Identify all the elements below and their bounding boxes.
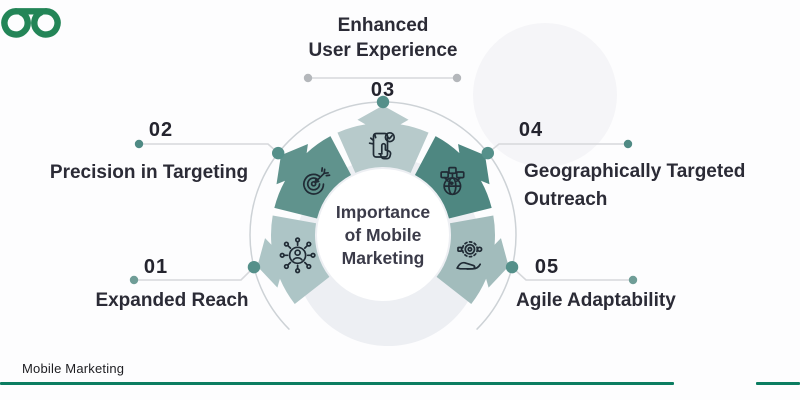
ring-dot-04 (481, 146, 495, 160)
footer-divider-line (0, 382, 674, 385)
wheel-center-title: Importance of Mobile Marketing (303, 201, 463, 270)
step-number-01: 01 (143, 256, 169, 278)
segment-05 (436, 215, 509, 304)
connector-line-05 (511, 266, 633, 281)
label-expanded-reach: Expanded Reach (95, 290, 249, 311)
phone-tap-icon (368, 131, 396, 160)
label-line: Outreach (524, 189, 608, 210)
label-line: Geographically Targeted (524, 161, 746, 182)
step-number-03: 03 (370, 79, 396, 101)
geeksforgeeks-logo (1, 8, 61, 38)
connector-dot (452, 73, 462, 83)
footer-topic-label: Mobile Marketing (22, 361, 125, 376)
ring-dot-05 (505, 260, 519, 274)
center-title-line: Marketing (341, 248, 425, 268)
center-title-line: Importance (335, 202, 431, 222)
ring-dot-03 (376, 95, 390, 109)
network-icon (279, 237, 316, 274)
ring-dot-01 (247, 260, 261, 274)
ring-dot-02 (271, 146, 285, 160)
step-number-05: 05 (534, 256, 560, 278)
center-title-line: of Mobile (344, 225, 422, 245)
footer-divider-line (756, 382, 800, 385)
connector-dot (628, 275, 638, 285)
label-enhanced-user-experience: Enhanced User Experience (263, 13, 503, 63)
wheel-center-circle (317, 169, 449, 301)
gear-hand-icon (456, 241, 483, 270)
step-number-02: 02 (148, 119, 174, 141)
label-precision-in-targeting: Precision in Targeting (49, 162, 249, 183)
connector-line-02 (139, 143, 279, 154)
label-line: User Experience (308, 40, 458, 61)
label-geographically-targeted-outreach: Geographically Targeted Outreach (524, 158, 784, 214)
connector-dot (303, 73, 313, 83)
segment-03 (337, 105, 429, 173)
connector-dot (129, 275, 139, 285)
background-blob (473, 23, 617, 167)
step-number-04: 04 (518, 119, 544, 141)
connector-dot (623, 139, 633, 149)
target-icon (303, 167, 331, 195)
label-agile-adaptability: Agile Adaptability (516, 290, 676, 311)
globe-chat-icon (440, 166, 465, 196)
connector-dot (134, 139, 144, 149)
label-line: Enhanced (337, 15, 429, 36)
